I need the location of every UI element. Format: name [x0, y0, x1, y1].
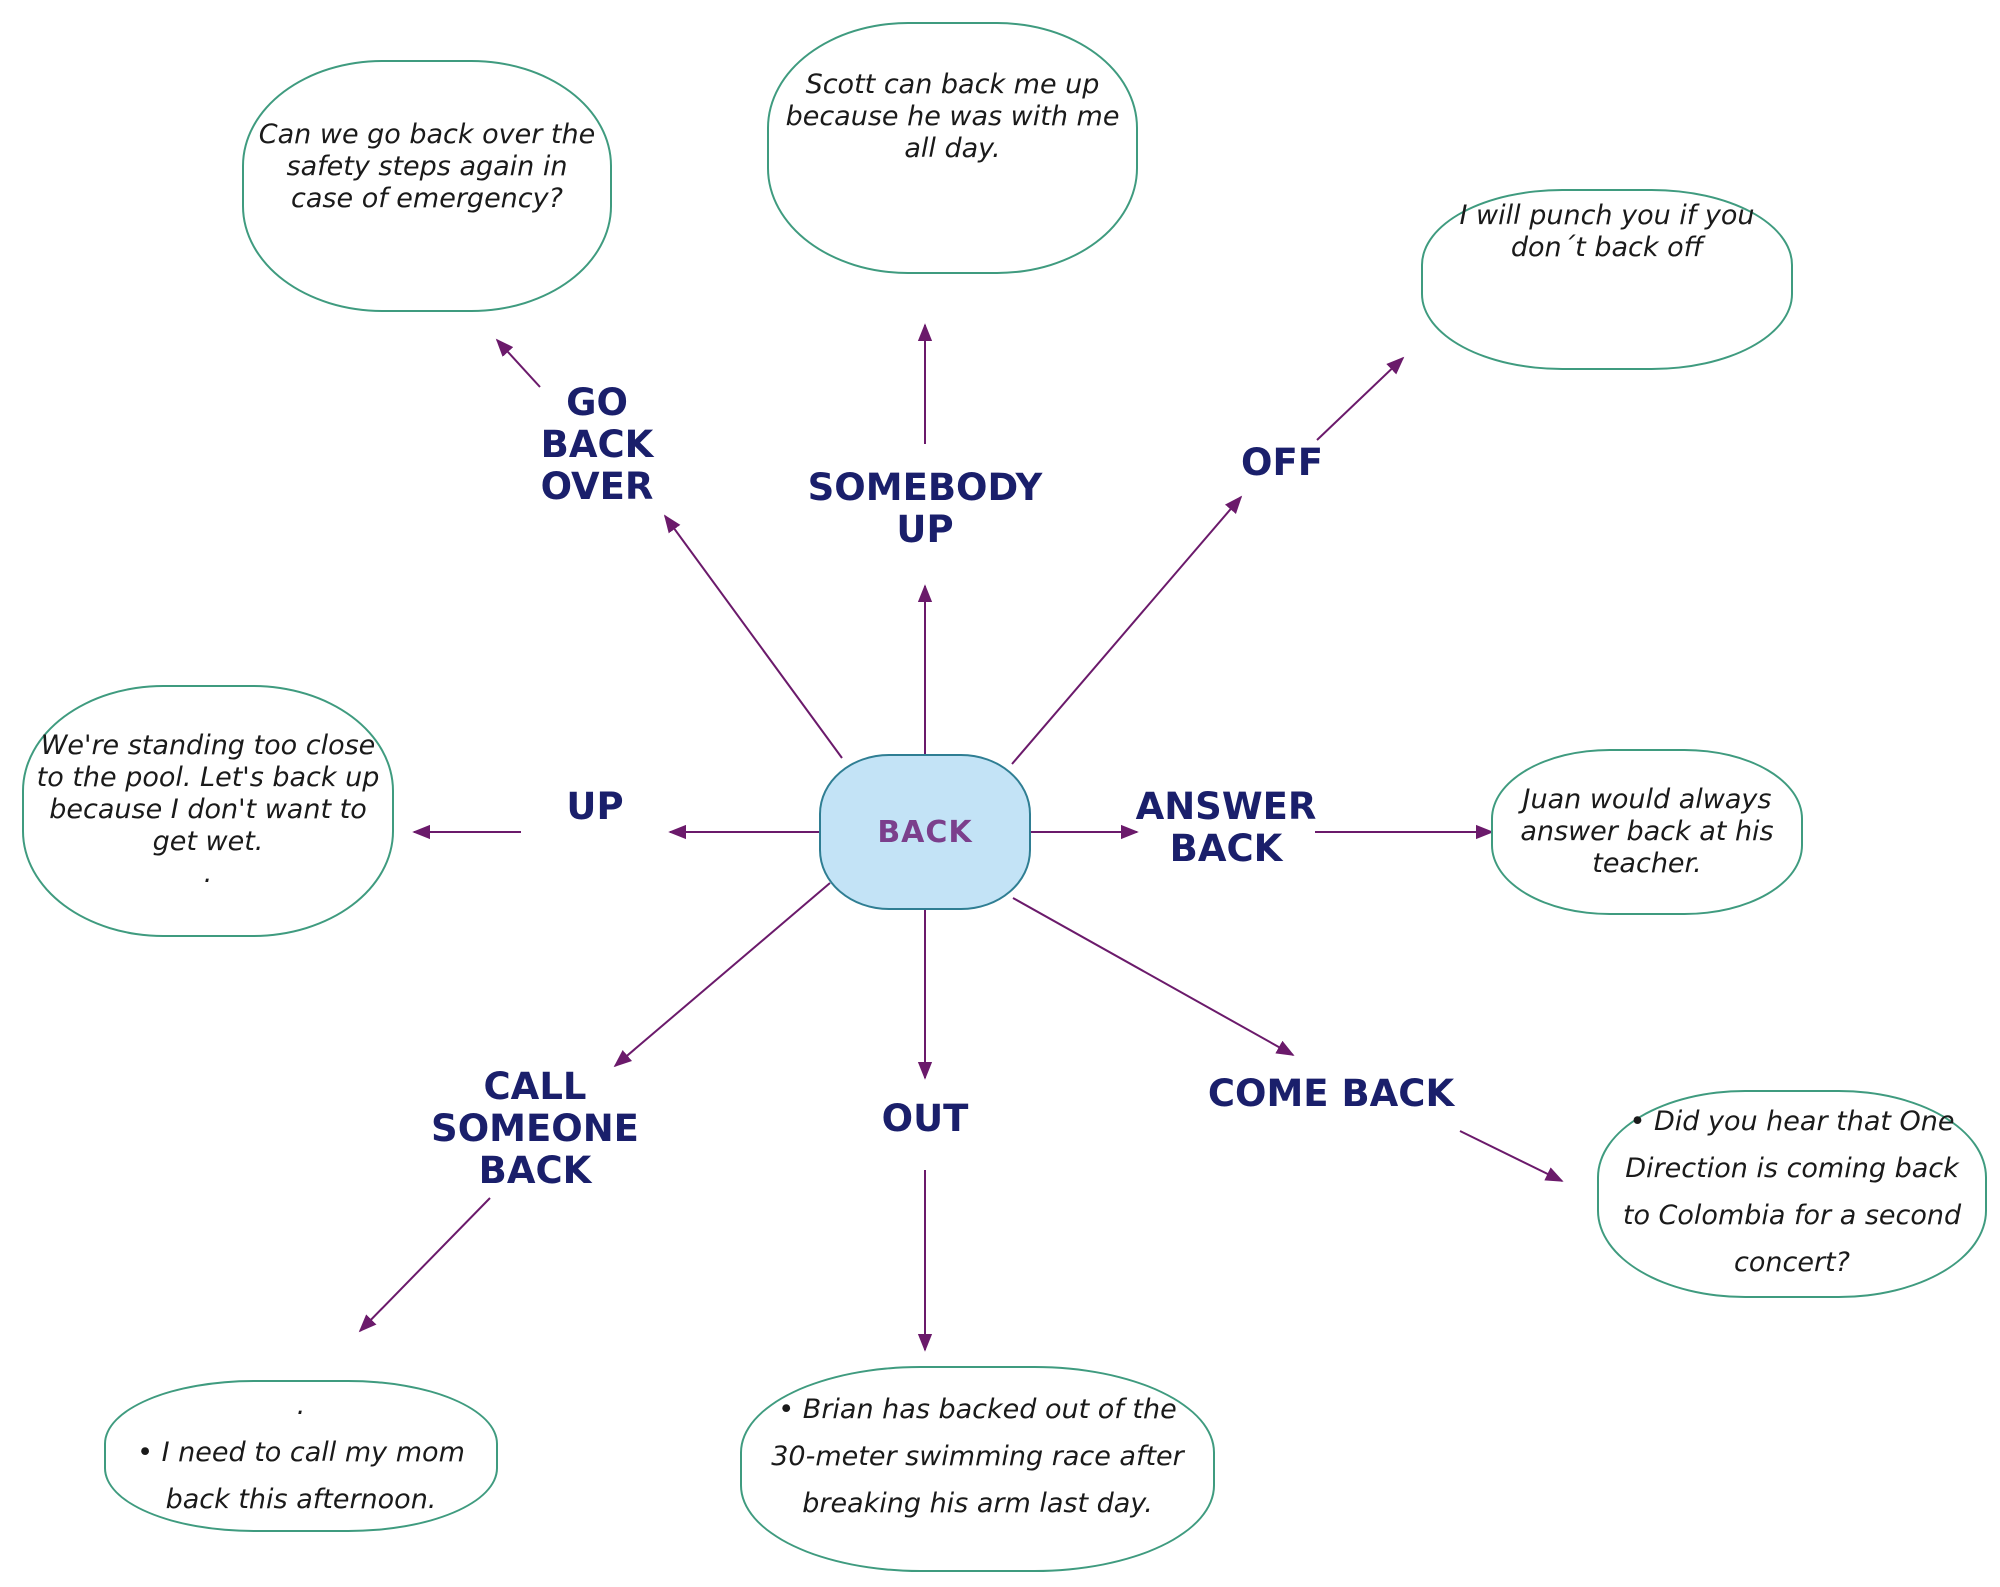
arrow-center-to-call-someone-back	[613, 882, 831, 1068]
category-line: OUT	[881, 1097, 969, 1140]
example-line: I will punch you if you	[1459, 200, 1755, 231]
arrow-center-to-off	[1011, 495, 1243, 765]
category-line: OFF	[1240, 441, 1324, 484]
example-line: We're standing too close	[40, 730, 376, 761]
example-line: • Brian has backed out of the	[778, 1394, 1177, 1425]
example-line: 30-meter swimming race after	[771, 1441, 1184, 1472]
example-line: case of emergency?	[291, 183, 563, 214]
arrow-come-back-to-example	[1459, 1130, 1564, 1182]
example-line: • I need to call my mom	[137, 1437, 465, 1468]
arrow-off-to-example	[1316, 356, 1405, 441]
category-line: OVER	[540, 465, 654, 508]
category-somebody-up: SOMEBODY UP	[808, 467, 1043, 551]
example-line: teacher.	[1592, 848, 1702, 879]
category-line: BACK	[1169, 827, 1283, 870]
category-line: GO	[566, 381, 628, 424]
example-line: concert?	[1734, 1247, 1850, 1278]
example-bubble-off: I will punch you if you don´t back off	[1421, 189, 1793, 370]
category-go-back-over: GO BACK OVER	[541, 382, 654, 508]
category-line: SOMEONE	[431, 1107, 639, 1150]
category-line: UP	[896, 508, 954, 551]
example-line: all day.	[904, 133, 1001, 164]
example-line: • Did you hear that One	[1629, 1106, 1955, 1137]
arrow-center-to-go-back-over	[663, 514, 843, 759]
example-bubble-somebody-up: Scott can back me up because he was with…	[767, 22, 1138, 274]
example-line: Can we go back over the	[258, 119, 596, 150]
category-call-someone-back: CALL SOMEONE BACK	[431, 1066, 639, 1192]
example-line: .	[203, 858, 213, 889]
example-line: because I don't want to	[49, 794, 367, 825]
example-line: Juan would always	[1522, 784, 1772, 815]
category-out: OUT	[882, 1098, 969, 1140]
center-label: BACK	[877, 814, 973, 850]
example-line: Scott can back me up	[805, 69, 1100, 100]
example-bubble-up: We're standing too close to the pool. Le…	[22, 685, 394, 937]
category-line: UP	[566, 785, 624, 828]
category-off: OFF	[1241, 442, 1323, 484]
category-answer-back: ANSWER BACK	[1136, 786, 1317, 870]
example-line: .	[296, 1390, 306, 1421]
arrow-go-back-over-to-example	[495, 338, 541, 388]
arrow-call-someone-back-to-example	[358, 1197, 491, 1333]
example-line: don´t back off	[1510, 232, 1704, 263]
example-line: to Colombia for a second	[1622, 1200, 1962, 1231]
arrow-center-to-come-back	[1012, 897, 1295, 1056]
example-line: safety steps again in	[286, 151, 568, 182]
category-line: BACK	[478, 1149, 592, 1192]
example-line: Direction is coming back	[1625, 1153, 1959, 1184]
category-come-back: COME BACK	[1208, 1073, 1454, 1115]
category-line: ANSWER	[1135, 785, 1317, 828]
category-line: SOMEBODY	[807, 466, 1043, 509]
example-line: because he was with me	[785, 101, 1120, 132]
category-line: COME BACK	[1207, 1072, 1455, 1115]
example-bubble-out: • Brian has backed out of the 30-meter s…	[740, 1366, 1215, 1572]
example-line: breaking his arm last day.	[802, 1488, 1153, 1519]
example-line: back this afternoon.	[165, 1484, 437, 1515]
example-bubble-answer-back: Juan would always answer back at his tea…	[1491, 749, 1803, 915]
category-line: CALL	[483, 1065, 587, 1108]
example-line: answer back at his	[1520, 816, 1774, 847]
category-line: BACK	[540, 423, 654, 466]
example-line: to the pool. Let's back up	[36, 762, 380, 793]
center-node: BACK	[819, 754, 1031, 910]
example-line: get wet.	[152, 826, 264, 857]
example-bubble-call-someone-back: . • I need to call my mom back this afte…	[104, 1380, 498, 1532]
example-bubble-go-back-over: Can we go back over the safety steps aga…	[242, 60, 612, 312]
category-up: UP	[566, 786, 623, 828]
example-bubble-come-back: • Did you hear that One Direction is com…	[1597, 1090, 1987, 1298]
